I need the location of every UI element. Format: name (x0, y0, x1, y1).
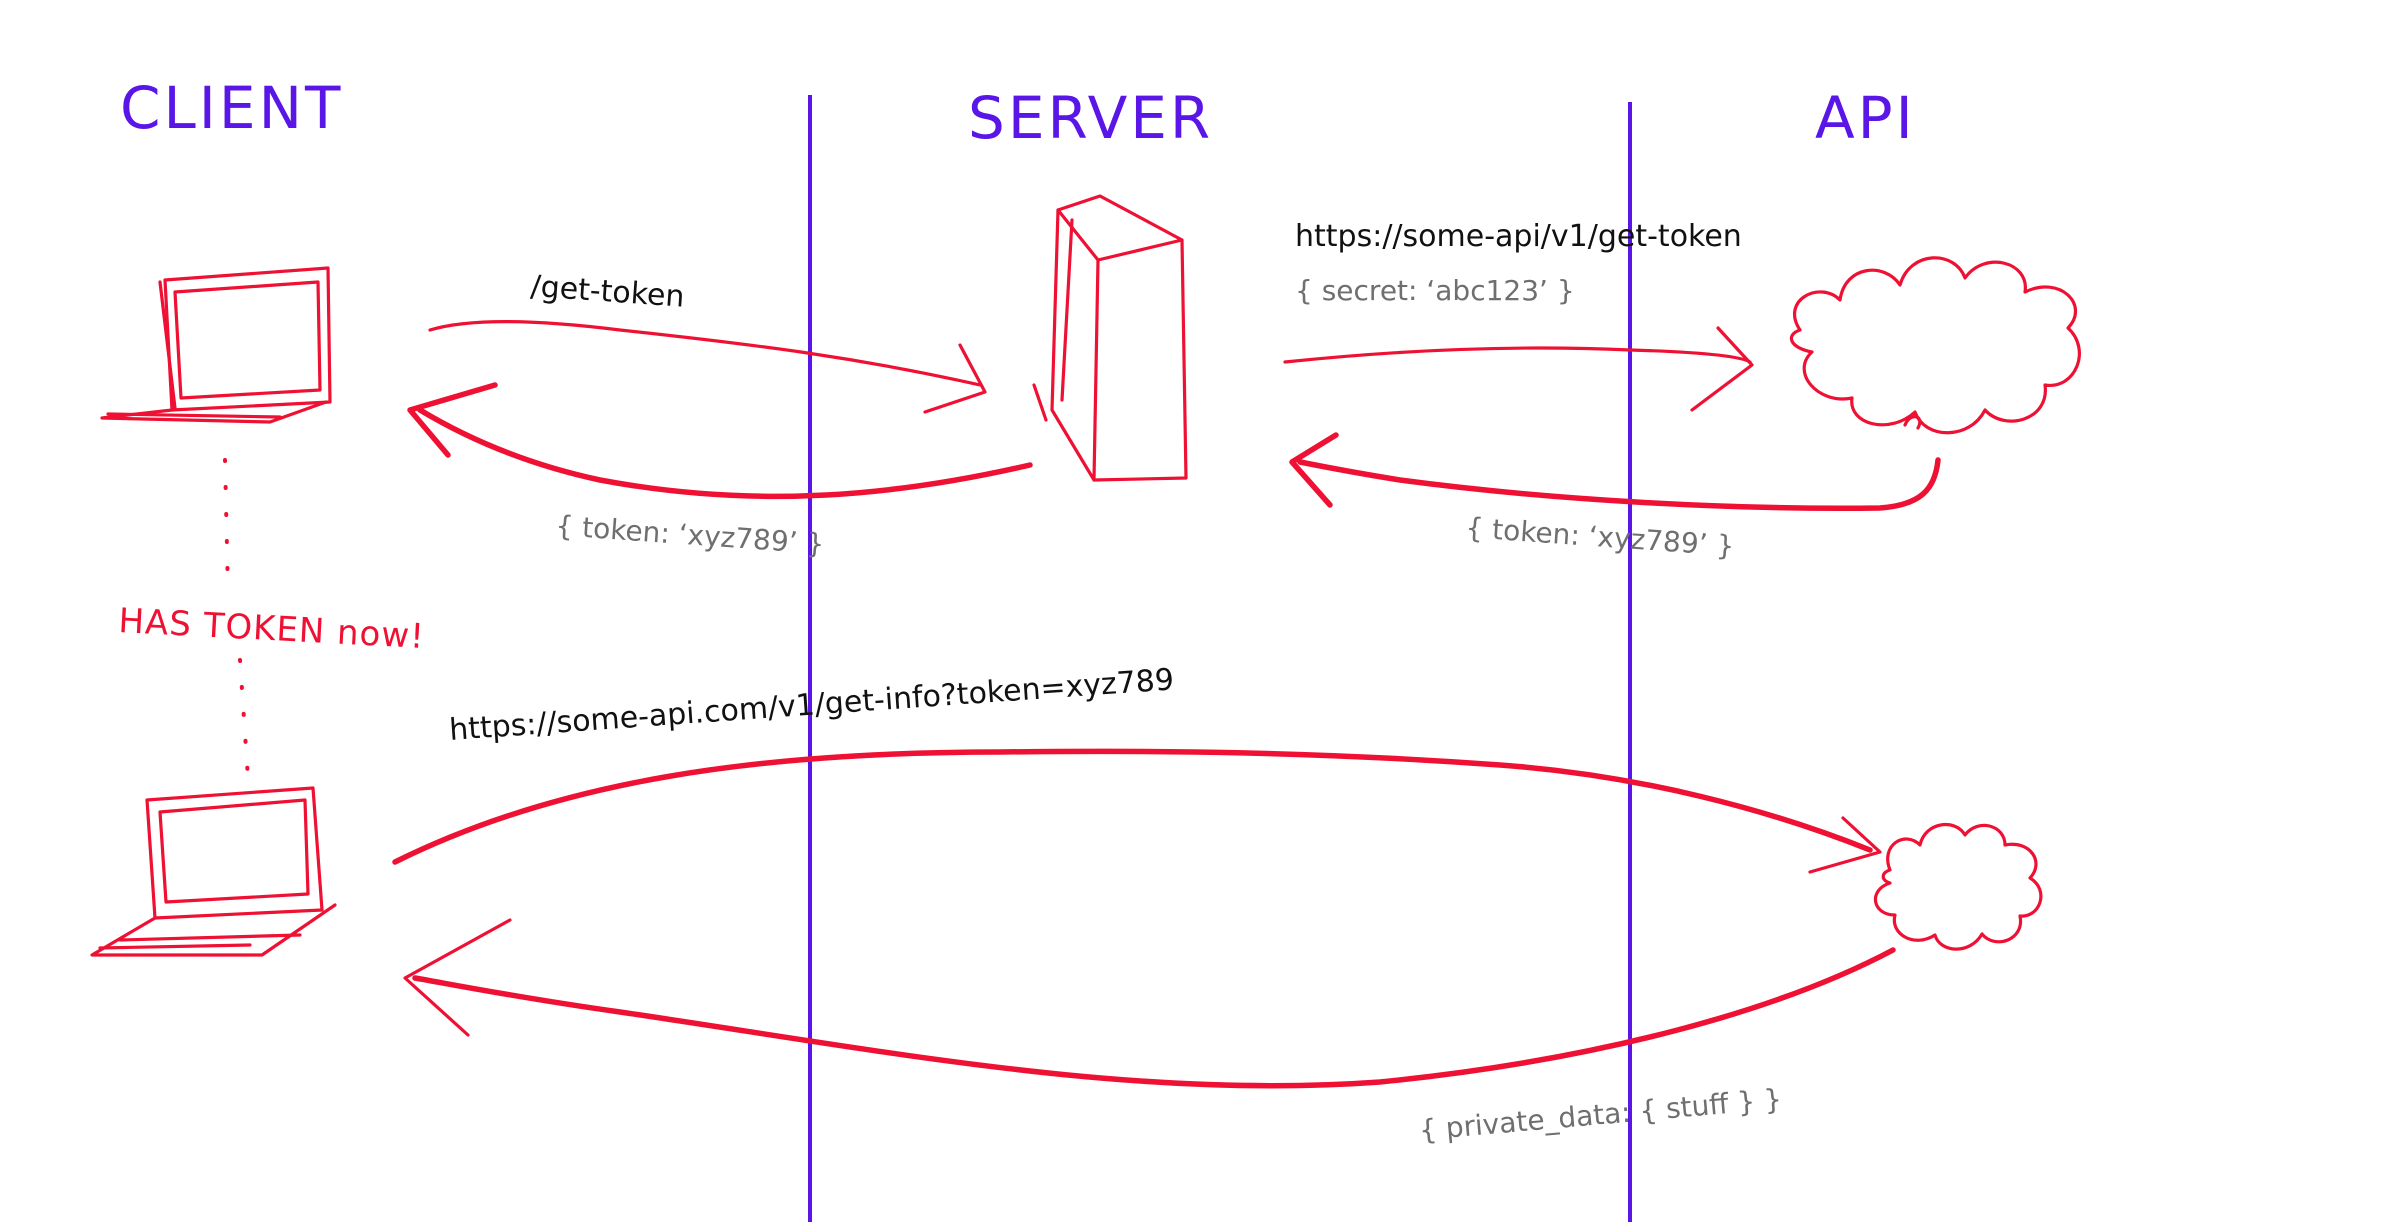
client-token-response-label: { token: ‘xyz789’ } (555, 509, 826, 561)
get-info-request-arrow (392, 748, 1882, 874)
api-token-response-arrow (1289, 432, 1941, 511)
laptop-icon (100, 266, 332, 424)
get-token-request-arrow (428, 320, 987, 414)
client-timeline-dots (223, 458, 230, 594)
client-timeline-dots (238, 658, 250, 780)
lane-label-api: API (1815, 84, 1916, 152)
cloud-icon (1873, 823, 2043, 951)
cloud-icon (1789, 256, 2081, 435)
get-token-path-label: /get-token (529, 269, 685, 315)
server-icon (1032, 194, 1188, 482)
server-token-url-label: https://some-api/v1/get-token (1295, 219, 1742, 254)
private-data-response-label: { private_data: { stuff } } (1418, 1082, 1783, 1147)
token-response-arrow-to-client (407, 382, 1033, 500)
lane-label-server: SERVER (968, 84, 1213, 152)
api-token-response-label: { token: ‘xyz789’ } (1465, 511, 1736, 563)
server-secret-payload-label: { secret: ‘abc123’ } (1295, 274, 1575, 307)
has-token-note: HAS TOKEN now! (118, 601, 426, 657)
laptop-icon (90, 786, 337, 957)
api-token-request-arrow (1283, 326, 1754, 412)
private-data-response-arrow (403, 918, 1896, 1089)
lane-label-client: CLIENT (120, 74, 343, 142)
